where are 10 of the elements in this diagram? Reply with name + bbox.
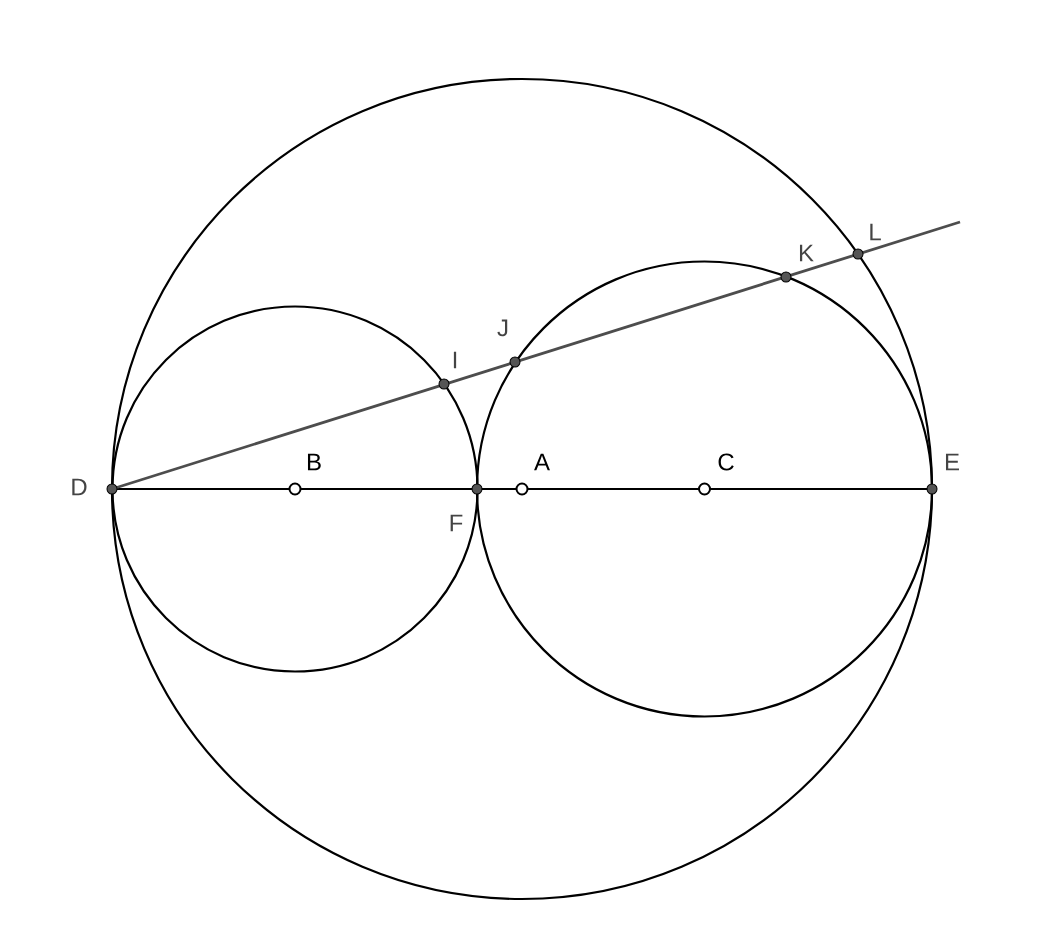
- point-label: J: [497, 319, 508, 337]
- point-label: K: [800, 244, 814, 262]
- point-label: F: [450, 514, 463, 532]
- point-label: C: [718, 453, 734, 471]
- point-label: I: [453, 351, 457, 369]
- point-label: D: [72, 478, 87, 496]
- point-label: E: [946, 453, 959, 471]
- point-label: B: [308, 453, 321, 471]
- point-label: L: [870, 223, 881, 241]
- point-label: A: [534, 453, 550, 471]
